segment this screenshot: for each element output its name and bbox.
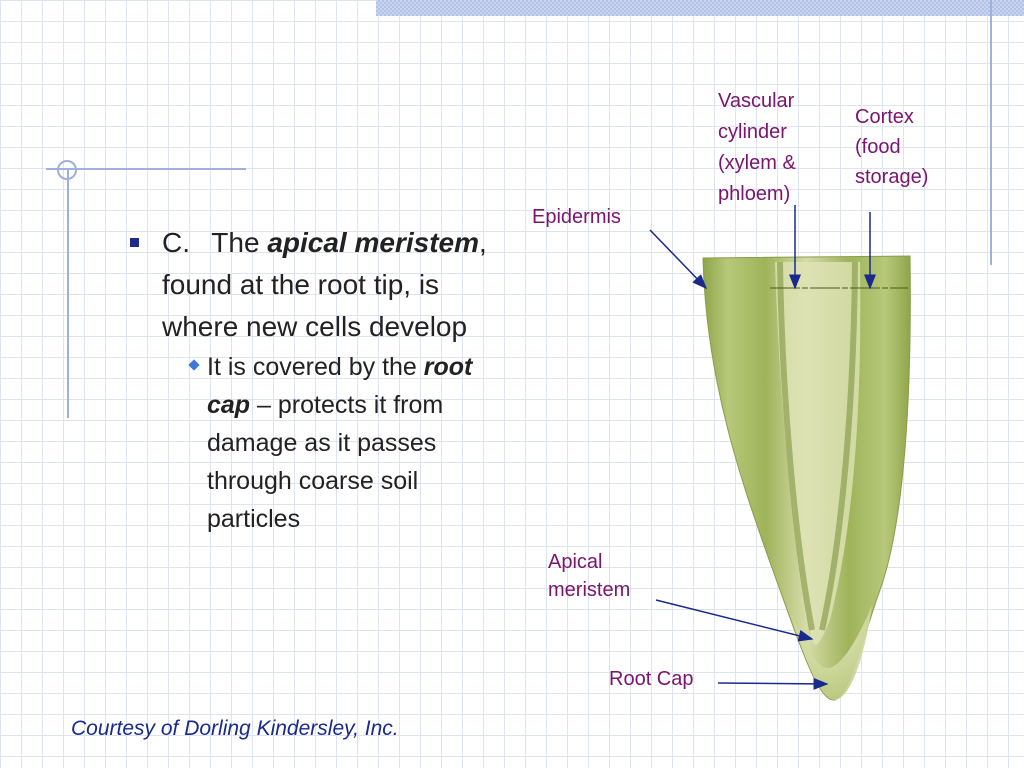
label-line: (food	[855, 136, 901, 158]
epidermis-arrow	[649, 229, 708, 290]
root-cap-arrow	[717, 677, 829, 690]
vascular-strand-right	[819, 261, 858, 631]
root-cap-shape	[790, 605, 872, 700]
bullet1-post: , found at the root tip, is where new ce…	[162, 227, 487, 342]
label-epidermis: Epidermis	[532, 206, 621, 228]
label-line: meristem	[548, 579, 631, 601]
apical-meristem-arrow	[655, 599, 814, 642]
label-line: phloem)	[718, 183, 791, 205]
bullet2-emphasis: root cap	[207, 353, 473, 419]
square-bullet-icon	[130, 238, 139, 247]
slide-text: C. The apical meristem, found at the roo…	[130, 222, 510, 538]
top-decorative-band	[376, 0, 1024, 16]
right-decorative-line	[990, 0, 992, 265]
decorative-circle	[57, 160, 77, 180]
label-line: (xylem &	[718, 152, 796, 174]
label-line: storage)	[855, 166, 929, 188]
label-line: Cortex	[855, 106, 914, 128]
label-cortex: Cortex (food storage)	[855, 102, 965, 192]
left-decorative-vline	[67, 170, 69, 418]
label-line: Apical	[548, 551, 603, 573]
label-line: Vascular	[718, 90, 795, 112]
label-root-cap: Root Cap	[609, 668, 694, 690]
bullet1-pre: The	[211, 227, 260, 258]
label-vascular-cylinder: Vascular cylinder (xylem & phloem)	[718, 86, 828, 210]
bullet1-emphasis: apical meristem	[267, 227, 479, 258]
bullet2-pre: It is covered by the	[207, 353, 417, 381]
courtesy-credit: Courtesy of Dorling Kindersley, Inc.	[71, 717, 399, 740]
bullet-root-cap: It is covered by the root cap – protects…	[130, 348, 510, 538]
label-line: cylinder	[718, 121, 787, 143]
bullet2-post: – protects it from damage as it passes t…	[207, 391, 444, 533]
left-decorative-hline	[46, 168, 246, 170]
label-apical-meristem: Apical meristem	[548, 548, 630, 604]
vascular-strand-left	[777, 261, 815, 631]
bullet-label: C.	[162, 227, 190, 258]
bullet-apical-meristem: C. The apical meristem, found at the roo…	[130, 222, 510, 348]
